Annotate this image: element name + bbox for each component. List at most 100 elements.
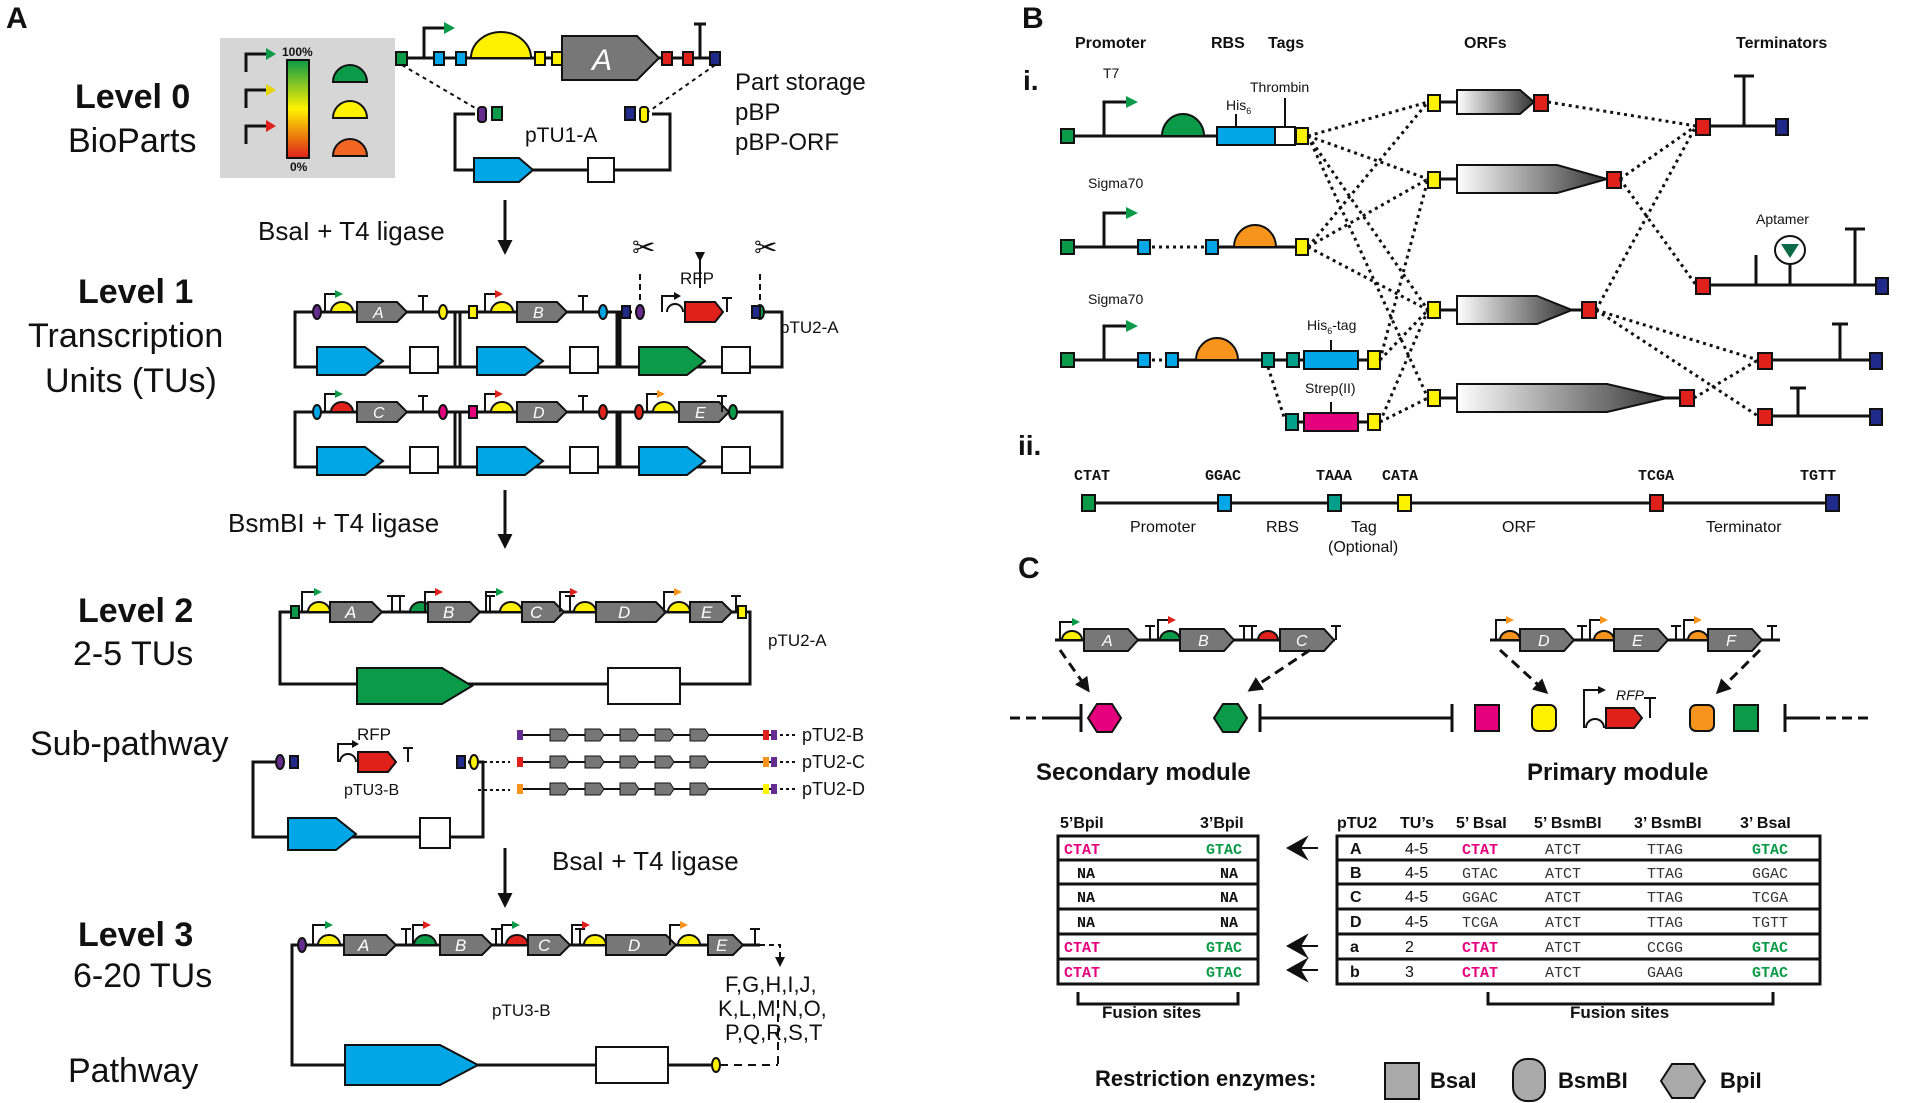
header-terminators: Terminators — [1736, 35, 1827, 52]
enzyme-bsmbi: BsmBI — [1558, 1068, 1628, 1093]
storage-pbp-orf: pBP-ORF — [735, 129, 839, 156]
ptu3b-small: RFP pTU3-B — [251, 725, 510, 851]
his-tag-label: His6-tag — [1307, 317, 1356, 336]
panelB-orfs — [1427, 89, 1695, 413]
scissors-left-icon: ✂ — [632, 232, 655, 263]
left-fusion-table: 5’BpiI 3’BpiI CTAT GTAC NA NA NA NA NA N… — [1056, 815, 1260, 1022]
right-cell-3-4: TTAG — [1647, 915, 1683, 932]
l3-gene-e: E — [716, 936, 728, 955]
bpii-hexagon-icon — [1659, 1063, 1707, 1099]
right-cell-2-0: C — [1350, 889, 1362, 906]
c-gene-e: E — [1632, 633, 1643, 650]
right-cell-5-1: 3 — [1405, 964, 1414, 981]
right-th-5bsai: 5’ BsaI — [1456, 815, 1507, 832]
enzyme-bpii: BpiI — [1720, 1068, 1762, 1093]
level3-title: Level 3 — [78, 916, 193, 954]
ptu2a-l2-label: pTU2-A — [768, 631, 827, 650]
c-rfp-label: RFP — [1616, 687, 1645, 703]
l2-gene-c: C — [530, 603, 543, 622]
enzyme-legend: Restriction enzymes: BsaI BsmBI BpiI — [1095, 1058, 1762, 1102]
left-cell-5-1: GTAC — [1206, 965, 1242, 982]
right-cell-1-1: 4-5 — [1405, 865, 1428, 882]
left-cell-1-1: NA — [1220, 866, 1238, 883]
panelB-terminators: Aptamer — [1695, 74, 1889, 426]
left-cell-3-0: NA — [1077, 915, 1095, 932]
ptu1-plasmid: pTU1-A — [401, 64, 716, 183]
level2-subtitle: 2-5 TUs — [73, 635, 193, 673]
right-cell-3-5: TGTT — [1752, 915, 1788, 932]
overhang-tgtt: TGTT — [1800, 468, 1836, 485]
l2-gene-a: A — [344, 603, 356, 622]
right-cell-3-0: D — [1350, 914, 1362, 931]
right-cell-5-3: ATCT — [1545, 965, 1581, 982]
his-label: His6 — [1226, 97, 1251, 116]
legend-bottom-label: 0% — [290, 160, 308, 174]
left-cell-3-1: NA — [1220, 915, 1238, 932]
panel-b-letter: B — [1022, 2, 1044, 35]
l3-gene-d: D — [628, 936, 640, 955]
tu-gene-c: C — [373, 405, 385, 422]
ptu2a-l1-label: pTU2-A — [780, 318, 839, 337]
level1-tus: ✂ ✂ RFP pTU2-A — [293, 232, 839, 476]
right-cell-0-4: TTAG — [1647, 842, 1683, 859]
right-cell-4-3: ATCT — [1545, 940, 1581, 957]
ii-tag: Tag — [1351, 519, 1377, 536]
bsai-square-icon — [1384, 1062, 1420, 1100]
legend-top-label: 100% — [282, 45, 313, 59]
right-fusion-sites: Fusion sites — [1570, 1003, 1669, 1022]
panelB-row1: T7 Thrombin His6 — [1060, 65, 1309, 146]
right-cell-1-0: B — [1350, 865, 1362, 882]
panel-a-letter: A — [6, 2, 28, 35]
left-cell-2-1: NA — [1220, 890, 1238, 907]
right-cell-5-4: GAAG — [1647, 965, 1683, 982]
left-cell-1-0: NA — [1077, 866, 1095, 883]
l2-gene-d: D — [618, 603, 630, 622]
secondary-module-label: Secondary module — [1036, 759, 1251, 786]
left-cell-0-1: GTAC — [1206, 842, 1242, 859]
mini-pathway-rows: pTU2-B pTU2-C pTU2-D — [517, 725, 865, 799]
left-cell-0-0: CTAT — [1064, 842, 1100, 859]
level1-sub1: Transcription — [28, 317, 223, 355]
level0-gene-a: A — [590, 44, 612, 77]
right-cell-5-2: CTAT — [1462, 965, 1498, 982]
overhang-taaa: TAAA — [1316, 468, 1352, 485]
right-cell-0-5: GTAC — [1752, 842, 1788, 859]
enzymes-label: Restriction enzymes: — [1095, 1066, 1316, 1091]
l2-gene-e: E — [701, 603, 713, 622]
right-cell-0-3: ATCT — [1545, 842, 1581, 859]
overhang-ctat: CTAT — [1074, 468, 1110, 485]
ptu3b-small-label: pTU3-B — [344, 782, 399, 799]
sigma70-1-label: Sigma70 — [1088, 175, 1143, 191]
strep-label: Strep(II) — [1305, 380, 1356, 396]
right-cell-5-5: GTAC — [1752, 965, 1788, 982]
right-cell-2-5: TCGA — [1752, 890, 1788, 907]
level2-title: Level 2 — [78, 592, 193, 630]
l3-gene-a: A — [357, 936, 369, 955]
left-th-3bpii: 3’BpiI — [1200, 815, 1244, 832]
row-ptu2c: pTU2-C — [802, 752, 865, 772]
tu-rfp-label: RFP — [680, 269, 714, 288]
panelC-backbone: RFP — [1010, 686, 1872, 733]
level0-part-strip: A — [395, 22, 721, 81]
pathway-label: Pathway — [68, 1052, 198, 1090]
primary-module-label: Primary module — [1527, 759, 1708, 786]
right-th-5bsmbi: 5’ BsmBI — [1534, 815, 1602, 832]
c-gene-f: F — [1726, 633, 1737, 650]
panelB-connectors — [1306, 100, 1759, 424]
level0-title: Level 0 — [75, 78, 190, 116]
ptu3b-rfp: RFP — [357, 725, 391, 744]
header-orfs: ORFs — [1464, 35, 1507, 52]
level3-subtitle: 6-20 TUs — [73, 957, 212, 995]
ii-orf: ORF — [1502, 519, 1536, 536]
right-fusion-table: pTU2 TU’s 5’ BsaI 5’ BsmBI 3’ BsmBI 3’ B… — [1335, 815, 1822, 1022]
subpathway-label: Sub-pathway — [30, 725, 228, 763]
l3-gene-b: B — [455, 936, 466, 955]
strength-legend: 100% 0% — [220, 38, 395, 178]
storage-label: Part storage — [735, 69, 866, 96]
header-tags: Tags — [1268, 35, 1304, 52]
aptamer-label: Aptamer — [1756, 211, 1809, 227]
ii-rbs: RBS — [1266, 519, 1299, 536]
storage-pbp: pBP — [735, 99, 780, 126]
right-cell-2-4: TTAG — [1647, 890, 1683, 907]
